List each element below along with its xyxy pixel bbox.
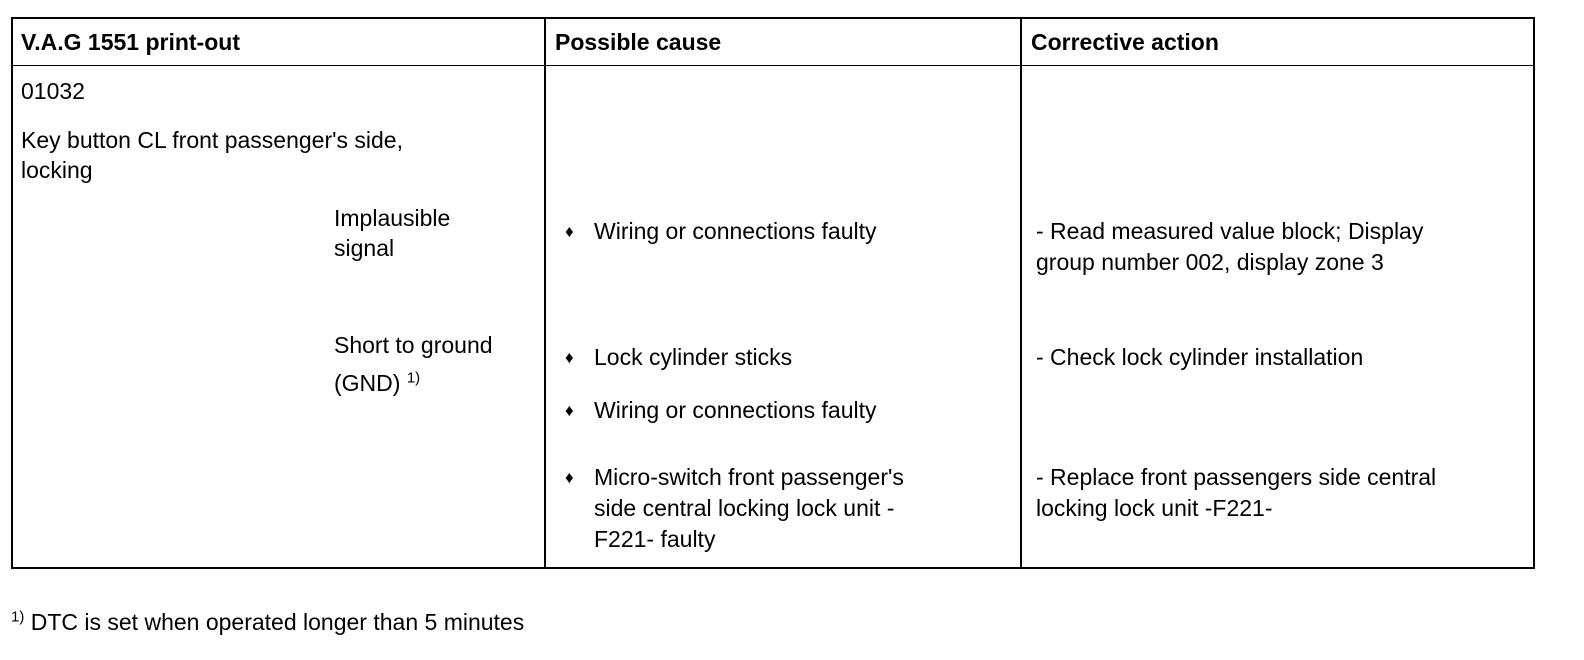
condition-implausible-line2: signal bbox=[334, 235, 395, 261]
cause-text: Wiring or connections faulty bbox=[594, 397, 877, 423]
condition-implausible-line1: Implausible bbox=[334, 205, 451, 231]
diamond-bullet-icon: ♦ bbox=[565, 348, 574, 367]
cause-text-line1: Micro-switch front passenger's bbox=[594, 464, 904, 490]
condition-short-text: (GND) bbox=[334, 370, 401, 396]
footnote: 1) DTC is set when operated longer than … bbox=[11, 607, 524, 638]
table-frame bbox=[11, 17, 1535, 569]
cause-text-line3: F221- faulty bbox=[594, 526, 716, 552]
footnote-marker: 1) bbox=[11, 608, 25, 626]
header-divider bbox=[11, 65, 1535, 66]
footnote-ref: 1) bbox=[406, 369, 421, 387]
action-read-block-line1: - Read measured value block; Display bbox=[1036, 218, 1424, 244]
condition-short-line2: (GND) 1) bbox=[334, 368, 420, 399]
fault-code: 01032 bbox=[21, 78, 85, 104]
cause-text: Lock cylinder sticks bbox=[594, 344, 793, 370]
footnote-text: DTC is set when operated longer than 5 m… bbox=[30, 609, 525, 635]
cause-text-line2: side central locking lock unit - bbox=[594, 495, 895, 521]
action-read-block-line2: group number 002, display zone 3 bbox=[1036, 249, 1384, 275]
header-printout: V.A.G 1551 print-out bbox=[21, 29, 240, 55]
action-check-lock-cylinder: - Check lock cylinder installation bbox=[1036, 344, 1364, 370]
column-divider-1 bbox=[544, 17, 546, 569]
action-replace-lock-unit-line1: - Replace front passengers side central bbox=[1036, 464, 1437, 490]
fault-name-line2: locking bbox=[21, 157, 93, 183]
diamond-bullet-icon: ♦ bbox=[565, 401, 574, 420]
column-divider-2 bbox=[1020, 17, 1022, 569]
header-possible-cause: Possible cause bbox=[555, 29, 722, 55]
diamond-bullet-icon: ♦ bbox=[565, 222, 574, 241]
action-replace-lock-unit-line2: locking lock unit -F221- bbox=[1036, 495, 1273, 521]
header-corrective-action: Corrective action bbox=[1031, 29, 1219, 55]
cause-text: Wiring or connections faulty bbox=[594, 218, 877, 244]
fault-name-line1: Key button CL front passenger's side, bbox=[21, 127, 403, 153]
condition-short-line1: Short to ground bbox=[334, 332, 493, 358]
diamond-bullet-icon: ♦ bbox=[565, 468, 574, 487]
